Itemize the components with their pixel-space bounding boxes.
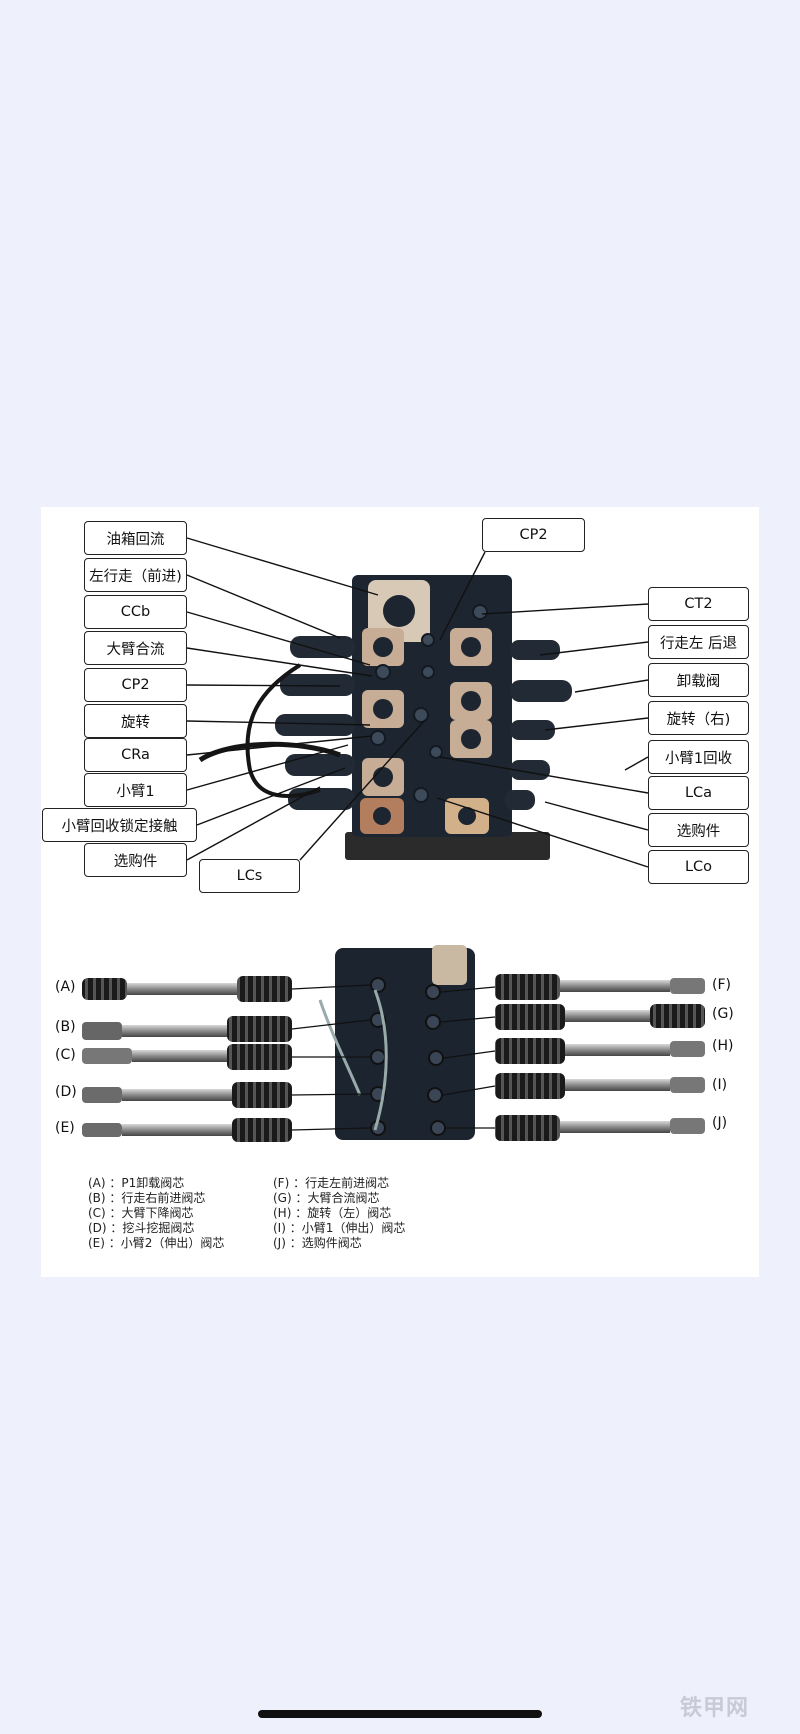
- spool-label-i: (I): [712, 1077, 728, 1093]
- callout-unload-valve: 卸载阀: [648, 663, 749, 697]
- callout-boom-confluence: 大臂合流: [84, 631, 187, 665]
- legend-i: (I) ：小臂1（伸出）阀芯: [273, 1221, 406, 1235]
- callout-cra: CRa: [84, 738, 187, 772]
- callout-ct2: CT2: [648, 587, 749, 621]
- legend-c: (C) ：大臂下降阀芯: [88, 1206, 194, 1220]
- legend-h: (H) ：旋转（左）阀芯: [273, 1206, 392, 1220]
- callout-option-left: 选购件: [84, 843, 187, 877]
- callout-ccb: CCb: [84, 595, 187, 629]
- callout-lcs: LCs: [199, 859, 300, 893]
- callout-arm-retract-lock: 小臂回收锁定接触: [42, 808, 197, 842]
- callout-tank-return: 油箱回流: [84, 521, 187, 555]
- pilot-hose: [245, 663, 321, 798]
- right-spools: [495, 974, 705, 1141]
- spool-label-h: (H): [712, 1038, 734, 1054]
- legend-g: (G) ：大臂合流阀芯: [273, 1191, 380, 1205]
- callout-swing: 旋转: [84, 704, 187, 738]
- legend-d: (D) ：挖斗挖掘阀芯: [88, 1221, 195, 1235]
- callout-left-travel-reverse: 行走左 后退: [648, 625, 749, 659]
- spool-label-j: (J): [712, 1115, 728, 1131]
- spool-label-a: (A): [55, 979, 76, 995]
- legend-b: (B) ：行走右前进阀芯: [88, 1191, 206, 1205]
- callout-left-travel-forward: 左行走（前进): [84, 558, 187, 592]
- spool-leader-lines: [291, 984, 496, 1131]
- right-actuators: [505, 640, 572, 810]
- legend-f: (F) ：行走左前进阀芯: [273, 1176, 390, 1190]
- legend-j: (J) ：选购件阀芯: [273, 1236, 362, 1250]
- callout-arm-1-retract: 小臂1回收: [648, 740, 749, 774]
- spool-label-e: (E): [55, 1120, 75, 1136]
- site-watermark: 铁甲网: [680, 1696, 750, 1721]
- spool-label-c: (C): [55, 1047, 76, 1063]
- spool-label-d: (D): [55, 1084, 77, 1100]
- valve-base: [345, 832, 550, 860]
- spool-label-g: (G): [712, 1006, 734, 1022]
- spool-label-b: (B): [55, 1019, 76, 1035]
- leader-lines: [186, 537, 649, 868]
- legend-e: (E) ：小臂2（伸出）阀芯: [88, 1236, 225, 1250]
- callout-swing-right: 旋转（右): [648, 701, 749, 735]
- callout-lca: LCa: [648, 776, 749, 810]
- left-spools: [82, 976, 292, 1142]
- callout-arm-1: 小臂1: [84, 773, 187, 807]
- callout-cp2-left: CP2: [84, 668, 187, 702]
- pilot-ports: [370, 604, 488, 803]
- callout-option-right: 选购件: [648, 813, 749, 847]
- callout-cp2-top: CP2: [482, 518, 585, 552]
- callout-lco: LCo: [648, 850, 749, 884]
- spool-label-f: (F): [712, 977, 731, 993]
- home-indicator[interactable]: [258, 1710, 542, 1718]
- port-flanges: [360, 628, 492, 834]
- legend-a: (A) ：P1卸载阀芯: [88, 1176, 185, 1190]
